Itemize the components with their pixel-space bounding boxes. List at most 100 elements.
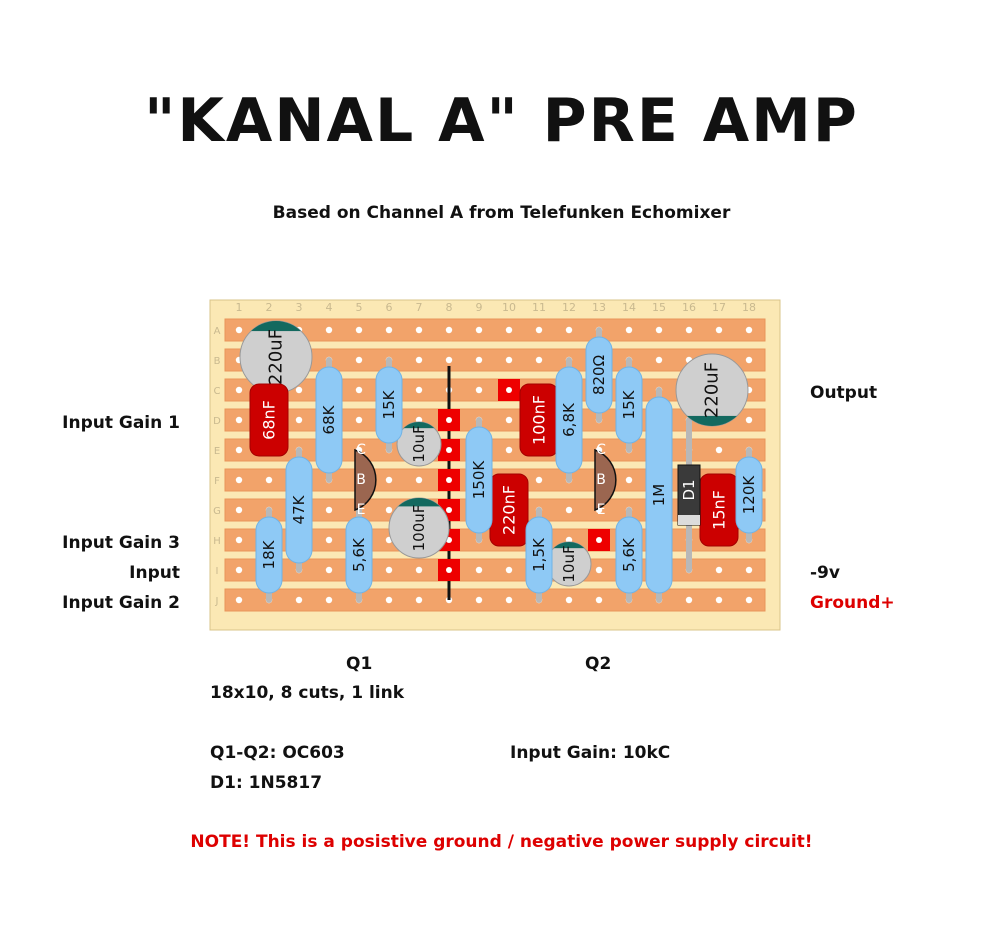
strip-i [224,558,766,582]
hole [235,596,243,604]
resistor-r1m [645,396,673,594]
capacitor-value: 68nF [260,400,279,440]
hole [235,446,243,454]
column-label: 18 [742,301,756,314]
resistor-value: 68K [320,404,338,434]
warning-note: NOTE! This is a posistive ground / negat… [190,832,813,852]
label-input: Input [129,563,180,583]
hole [235,416,243,424]
hole [415,326,423,334]
resistor-r120k [735,456,763,534]
info-input-gain: Input Gain: 10kC [510,743,671,763]
hole [415,566,423,574]
resistor-value: 15K [620,389,638,419]
hole [685,326,693,334]
row-label: C [214,386,221,397]
hole [505,566,513,574]
hole [565,506,573,514]
column-label: 1 [236,301,243,314]
column-label: 15 [652,301,666,314]
hole [715,566,723,574]
hole [625,476,633,484]
hole [596,537,602,543]
column-label: 2 [266,301,273,314]
hole [625,326,633,334]
resistor-r820 [585,336,613,414]
hole [505,596,513,604]
hole [295,416,303,424]
hole [535,326,543,334]
resistor-value: 1,5K [530,537,548,572]
capacitor-value: 10uF [410,425,428,462]
row-label: D [213,416,221,427]
electrolytic-capacitor-c220_right [675,353,749,427]
hole [325,326,333,334]
label-input-gain-3: Input Gain 3 [62,533,180,553]
info-transistors: Q1-Q2: OC603 [210,743,345,763]
column-label: 6 [386,301,393,314]
transistor-q1 [354,448,377,512]
column-label: 8 [446,301,453,314]
hole [385,506,393,514]
hole [745,566,753,574]
hole [325,536,333,544]
resistor-value: 5,6K [350,537,368,572]
hole [445,326,453,334]
capacitor-value: 100nF [530,395,549,445]
diode-band [678,515,700,525]
column-label: 4 [326,301,333,314]
hole [475,326,483,334]
hole [715,446,723,454]
hole [475,596,483,604]
column-label: 7 [416,301,423,314]
row-label: B [214,356,221,367]
hole [355,386,363,394]
capacitor-value: 220uF [702,362,723,418]
hole [235,386,243,394]
page-subtitle: Based on Channel A from Telefunken Echom… [272,203,731,223]
row-label: I [216,566,219,577]
polarity-band [397,422,441,429]
column-label: 17 [712,301,726,314]
hole [446,477,452,483]
row-label: H [213,536,221,547]
resistor-r15k_a [375,366,403,444]
hole [325,506,333,514]
hole [475,566,483,574]
label-ground: Ground+ [810,593,895,613]
resistor-value: 6,8K [560,402,578,437]
column-label: 11 [532,301,546,314]
transistor-pin-b: B [356,472,366,488]
transistor-pin-c: C [356,442,366,458]
transistor-pin-c: C [596,442,606,458]
hole [415,356,423,364]
hole [415,476,423,484]
hole [475,356,483,364]
hole [325,596,333,604]
hole [685,596,693,604]
strip-j [224,588,766,612]
transistor-pin-b: B [596,472,606,488]
hole [655,356,663,364]
column-label: 10 [502,301,516,314]
polarity-band [389,498,449,507]
row-label: E [214,446,220,457]
hole [445,356,453,364]
hole [235,476,243,484]
resistor-r15k1 [525,516,553,594]
resistor-r68k [315,366,343,474]
capacitor-value: 15nF [710,490,729,530]
hole [446,507,452,513]
hole [235,326,243,334]
hole [385,326,393,334]
hole [446,567,452,573]
hole [565,596,573,604]
resistor-r68k2 [555,366,583,474]
row-label: F [214,476,220,487]
capacitor-value: 220uF [266,329,287,385]
label-q2: Q2 [585,654,612,674]
